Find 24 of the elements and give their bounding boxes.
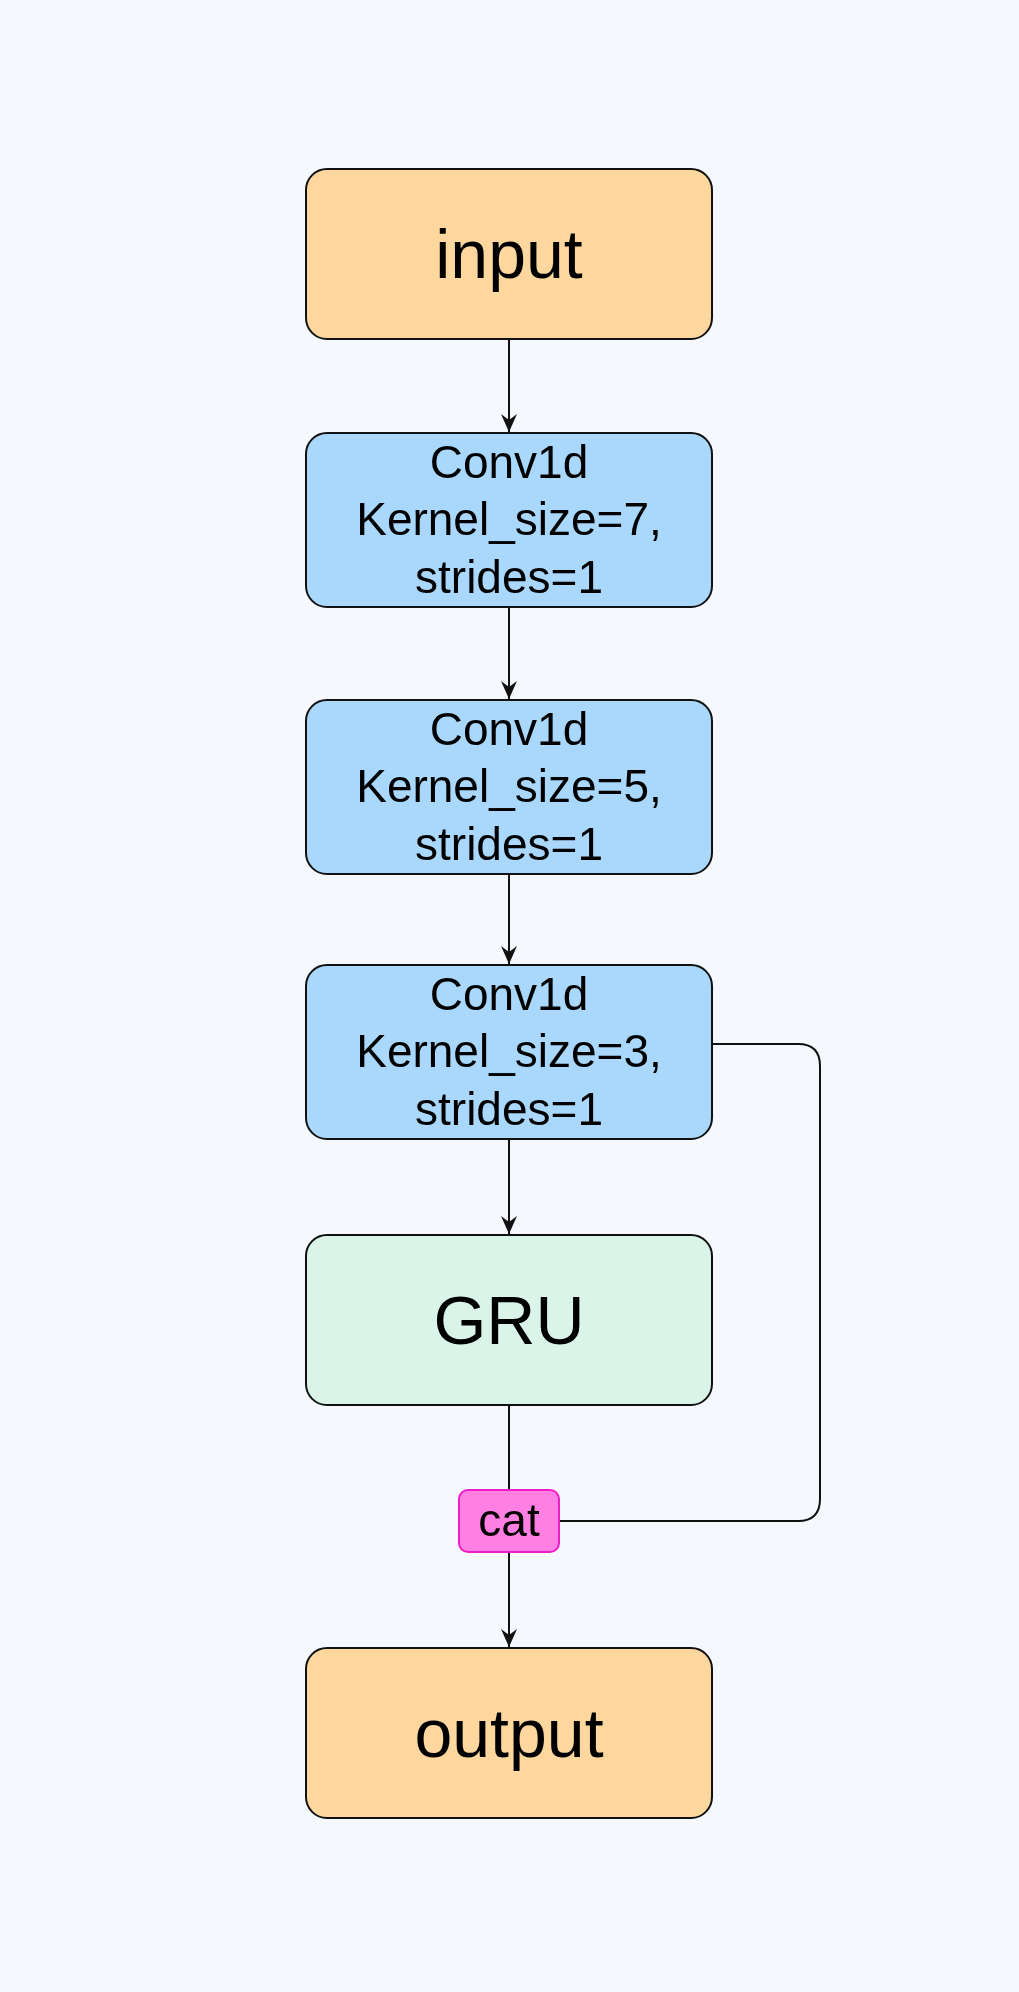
node-text: Kernel_size=5, strides=1 xyxy=(355,759,663,872)
arrow xyxy=(501,1552,517,1648)
layer-box xyxy=(305,964,713,1140)
node-title: Conv1d xyxy=(429,701,589,757)
layer-box xyxy=(305,699,713,875)
connector-line xyxy=(559,1043,821,1522)
layer-box xyxy=(305,432,713,608)
node-text: Kernel_size=3, strides=1 xyxy=(355,1024,663,1137)
node-text: Kernel_size=7, strides=1 xyxy=(355,492,663,605)
node-title: Conv1d xyxy=(429,434,589,490)
node-title: Conv1d xyxy=(429,966,589,1022)
arrow xyxy=(501,339,517,433)
node-title: GRU xyxy=(433,1280,585,1360)
operation-tag xyxy=(458,1489,560,1553)
arrow xyxy=(501,1139,517,1235)
connector-line xyxy=(508,1405,510,1490)
node-title: cat xyxy=(478,1493,540,1549)
io-box xyxy=(305,168,713,340)
arrow xyxy=(501,874,517,965)
node-title: input xyxy=(435,214,583,294)
io-box xyxy=(305,1647,713,1819)
node-title: output xyxy=(414,1693,604,1773)
arrow xyxy=(501,607,517,700)
layer-box xyxy=(305,1234,713,1406)
